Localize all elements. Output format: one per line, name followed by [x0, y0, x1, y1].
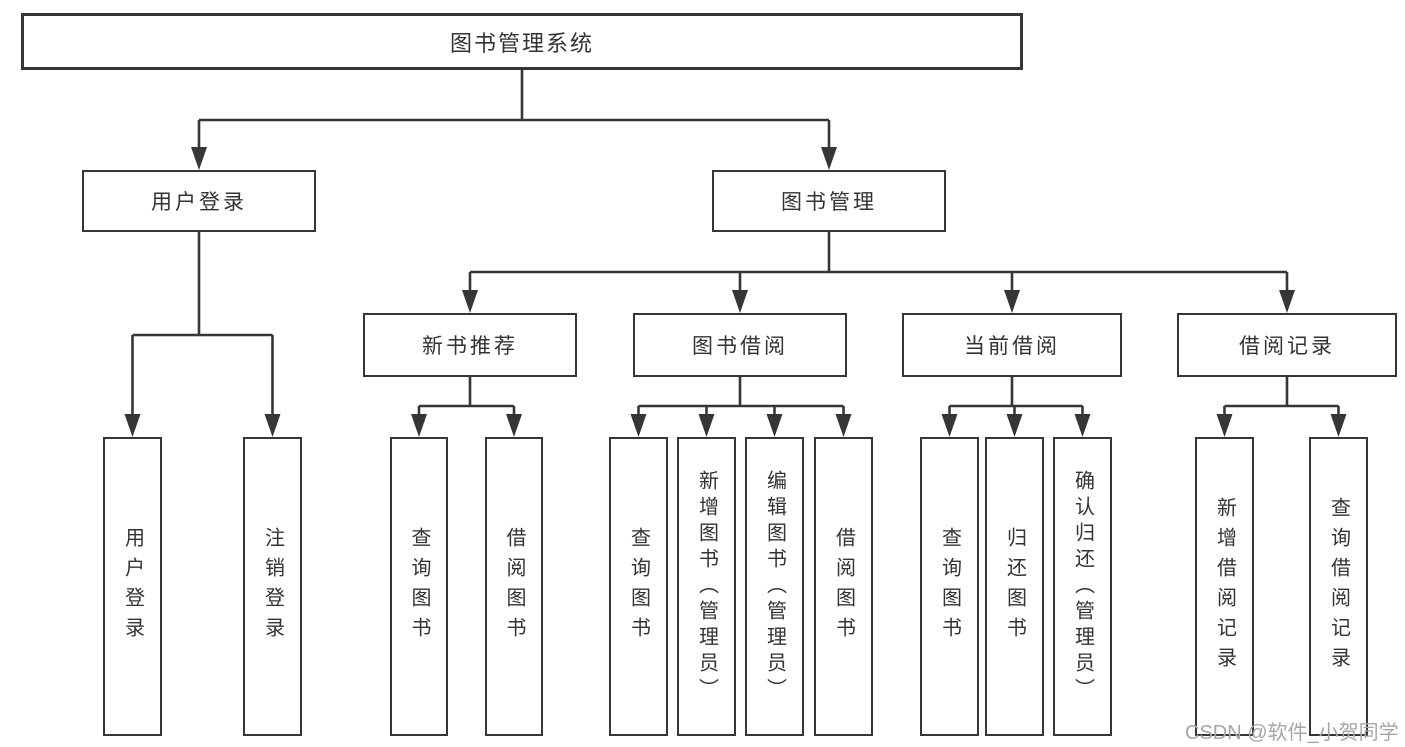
watermark: CSDN @软件_小贺同学 — [1185, 722, 1399, 744]
leaf-confirm-return-admin-label: 确认归还（管理员） — [1071, 469, 1094, 704]
leaf-query-borrow-record: 查询借阅记录 — [1309, 437, 1368, 736]
leaf-return-book-label: 归还图书 — [1003, 526, 1026, 647]
leaf-add-borrow-record: 新增借阅记录 — [1195, 437, 1254, 736]
connector-borrow-records-to-leaves — [1216, 377, 1347, 437]
node-borrow-records-label: 借阅记录 — [1239, 335, 1335, 358]
leaf-query-borrow-record-label: 查询借阅记录 — [1327, 496, 1350, 677]
node-book-borrow: 图书借阅 — [633, 313, 847, 377]
leaf-user-login-label: 用户登录 — [121, 526, 144, 647]
leaf-borrow-books-1-label: 借阅图书 — [503, 526, 525, 647]
leaf-edit-book-admin: 编辑图书（管理员） — [745, 437, 804, 736]
leaf-logout: 注销登录 — [243, 437, 302, 736]
node-book-mgmt: 图书管理 — [712, 170, 946, 232]
node-borrow-records: 借阅记录 — [1177, 313, 1397, 377]
node-root: 图书管理系统 — [21, 13, 1023, 70]
leaf-return-book: 归还图书 — [985, 437, 1044, 736]
node-new-book-rec: 新书推荐 — [363, 313, 577, 377]
node-current-borrow: 当前借阅 — [902, 313, 1122, 377]
leaf-user-login: 用户登录 — [103, 437, 162, 736]
leaf-query-books-3-label: 查询图书 — [938, 526, 961, 647]
connector-book-mgmt-to-level3 — [462, 232, 1295, 313]
connector-root-to-level2 — [191, 70, 837, 170]
node-new-book-rec-label: 新书推荐 — [422, 335, 518, 358]
leaf-add-book-admin: 新增图书（管理员） — [677, 437, 736, 736]
node-root-label: 图书管理系统 — [449, 30, 594, 56]
leaf-add-book-admin-label: 新增图书（管理员） — [695, 469, 718, 704]
leaf-query-books-2-label: 查询图书 — [627, 526, 650, 647]
connector-book-borrow-to-leaves — [630, 377, 852, 437]
leaf-query-books-1: 查询图书 — [390, 437, 448, 736]
leaf-confirm-return-admin: 确认归还（管理员） — [1053, 437, 1112, 736]
node-current-borrow-label: 当前借阅 — [964, 335, 1060, 358]
leaf-borrow-books-2: 借阅图书 — [814, 437, 873, 736]
leaf-edit-book-admin-label: 编辑图书（管理员） — [763, 469, 786, 704]
connector-current-borrow-to-leaves — [941, 377, 1091, 437]
leaf-query-books-1-label: 查询图书 — [408, 526, 430, 647]
connector-user-login-to-leaves — [124, 232, 281, 437]
leaf-logout-label: 注销登录 — [261, 526, 284, 647]
leaf-borrow-books-2-label: 借阅图书 — [832, 526, 855, 647]
node-book-mgmt-label: 图书管理 — [781, 191, 877, 214]
leaf-query-books-3: 查询图书 — [920, 437, 979, 736]
node-user-login: 用户登录 — [82, 170, 316, 232]
leaf-add-borrow-record-label: 新增借阅记录 — [1213, 496, 1236, 677]
leaf-query-books-2: 查询图书 — [609, 437, 668, 736]
connector-new-book-rec-to-leaves — [411, 377, 522, 437]
node-book-borrow-label: 图书借阅 — [692, 335, 788, 358]
node-user-login-label: 用户登录 — [151, 191, 247, 214]
leaf-borrow-books-1: 借阅图书 — [485, 437, 543, 736]
